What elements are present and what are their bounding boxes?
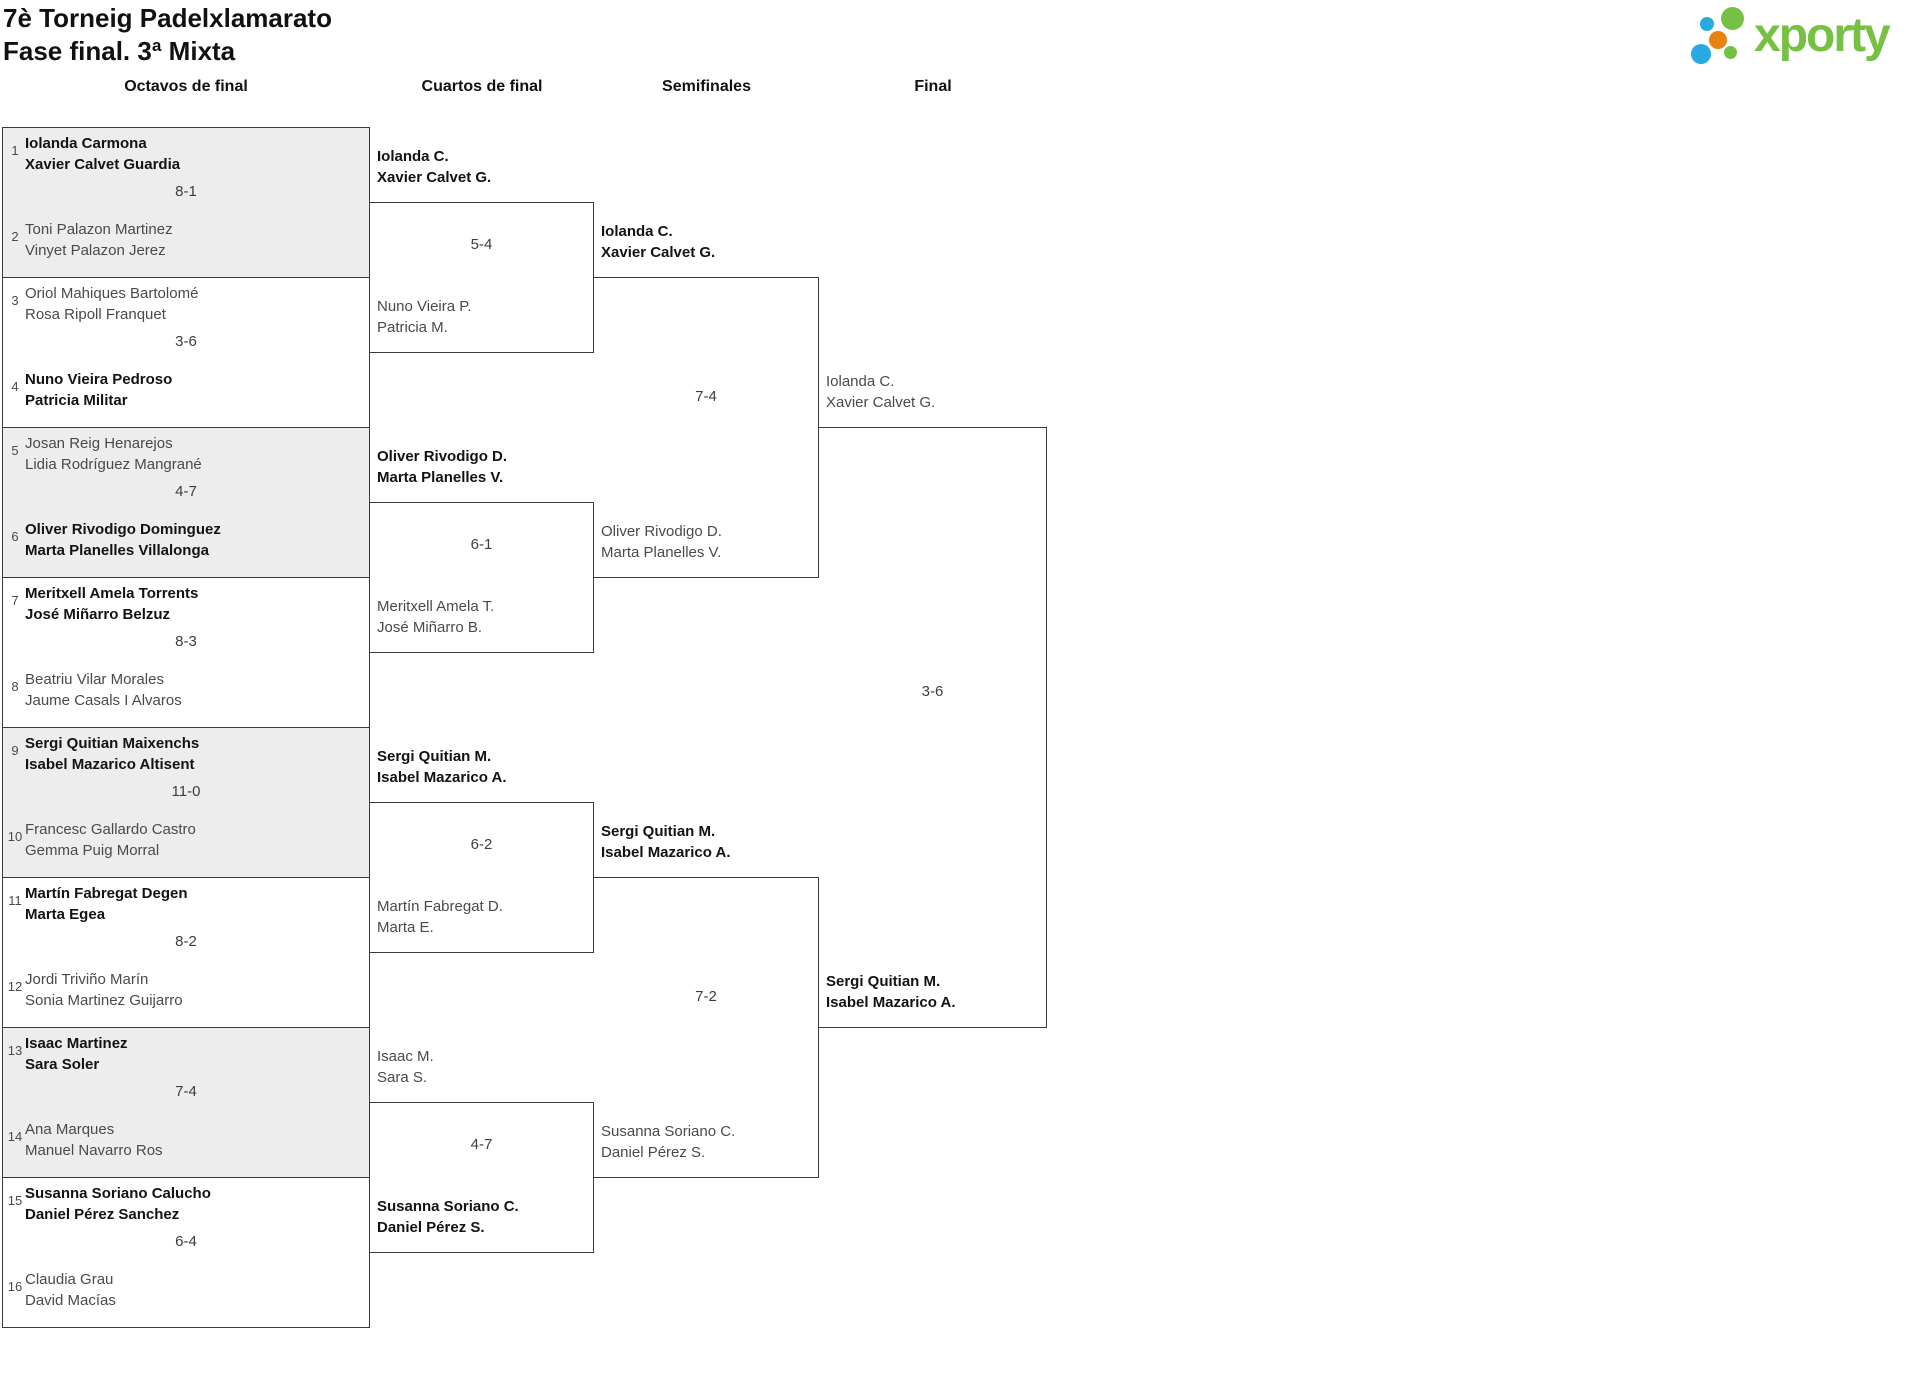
match-cuartos-2: Oliver Rivodigo D.Marta Planelles V. 6-1… xyxy=(370,448,594,653)
seed-number: 8 xyxy=(11,679,19,694)
logo-dot-green-small xyxy=(1724,46,1737,59)
team-names: Iolanda C.Xavier Calvet G. xyxy=(377,148,492,186)
match-score: 7-4 xyxy=(695,388,717,405)
match-semifinal-2: Sergi Quitian M.Isabel Mazarico A. 7-2 S… xyxy=(594,823,819,1178)
logo-wordmark: xporty xyxy=(1754,9,1891,62)
logo-dot-green-big xyxy=(1721,7,1744,30)
logo-dot-blue-big xyxy=(1691,44,1711,64)
phase-subtitle: Fase final. 3ª Mixta xyxy=(3,36,236,66)
seed-number: 12 xyxy=(7,979,23,994)
seed-number: 3 xyxy=(11,293,19,308)
seed-number: 14 xyxy=(7,1129,23,1144)
match-score: 3-6 xyxy=(921,683,944,700)
match-score: 7-2 xyxy=(695,988,717,1005)
match-cuartos-4: Isaac M.Sara S. 4-7 Susanna Soriano C.Da… xyxy=(370,1048,594,1253)
seed-number: 2 xyxy=(11,229,19,244)
team-names: Iolanda C.Xavier Calvet G. xyxy=(826,373,936,411)
seed-number: 4 xyxy=(11,379,19,394)
match-final: Iolanda C.Xavier Calvet G. 3-6 Sergi Qui… xyxy=(819,373,1047,1028)
round-header-semis: Semifinales xyxy=(662,78,751,95)
match-score: 11-0 xyxy=(171,783,201,800)
seed-number: 6 xyxy=(11,529,19,544)
tournament-name: 7è Torneig Padelxlamarato xyxy=(3,3,332,33)
match-score: 6-2 xyxy=(470,836,493,853)
match-cuartos-1: Iolanda C.Xavier Calvet G. 5-4 Nuno Viei… xyxy=(370,148,594,353)
team-names: Sergi Quitian M.Isabel Mazarico A. xyxy=(377,748,507,786)
page-title: 7è Torneig Padelxlamarato Fase final. 3ª… xyxy=(3,2,332,68)
team-names: Oliver Rivodigo D.Marta Planelles V. xyxy=(601,523,722,561)
match-cuartos-3: Sergi Quitian M.Isabel Mazarico A. 6-2 M… xyxy=(370,748,594,953)
match-score: 6-4 xyxy=(175,1233,197,1250)
team-names: Susanna Soriano C.Daniel Pérez S. xyxy=(377,1198,519,1236)
match-score: 8-2 xyxy=(175,933,197,950)
seed-number: 15 xyxy=(7,1193,23,1208)
team-names: Meritxell Amela T.José Miñarro B. xyxy=(377,598,495,636)
seed-number: 10 xyxy=(7,829,23,844)
match-score: 4-7 xyxy=(175,483,197,500)
team-names: Oliver Rivodigo D.Marta Planelles V. xyxy=(377,448,508,486)
seed-number: 1 xyxy=(11,143,19,158)
team-names: Sergi Quitian M.Isabel Mazarico A. xyxy=(826,973,956,1011)
match-score: 3-6 xyxy=(175,333,197,350)
team-names: Iolanda C.Xavier Calvet G. xyxy=(601,223,716,261)
seed-number: 5 xyxy=(11,443,19,458)
logo-dot-blue-small xyxy=(1700,17,1714,31)
xporty-logo[interactable]: xporty xyxy=(1688,4,1916,76)
match-score: 4-7 xyxy=(470,1136,493,1153)
match-score: 8-3 xyxy=(175,633,197,650)
round-header-final: Final xyxy=(914,78,952,95)
match-semifinal-1: Iolanda C.Xavier Calvet G. 7-4 Oliver Ri… xyxy=(594,223,819,578)
logo-dot-orange xyxy=(1709,31,1727,49)
team-names: Isaac M.Sara S. xyxy=(377,1048,434,1086)
team-names: Susanna Soriano C.Daniel Pérez S. xyxy=(601,1123,736,1161)
team-names: Martín Fabregat D.Marta E. xyxy=(377,898,503,936)
seed-number: 7 xyxy=(11,593,19,608)
seed-number: 9 xyxy=(11,743,19,758)
match-score: 6-1 xyxy=(470,536,493,553)
match-score: 7-4 xyxy=(175,1083,197,1100)
round-header-cuartos: Cuartos de final xyxy=(421,78,543,95)
team-names: Nuno Vieira P.Patricia M. xyxy=(377,298,472,336)
seed-number: 16 xyxy=(7,1279,23,1294)
team-names: Sergi Quitian M.Isabel Mazarico A. xyxy=(601,823,731,861)
match-score: 5-4 xyxy=(470,236,493,253)
seed-number: 13 xyxy=(7,1043,23,1058)
round-header-octavos: Octavos de final xyxy=(124,78,248,95)
match-score: 8-1 xyxy=(175,183,197,200)
seed-number: 11 xyxy=(8,893,22,908)
